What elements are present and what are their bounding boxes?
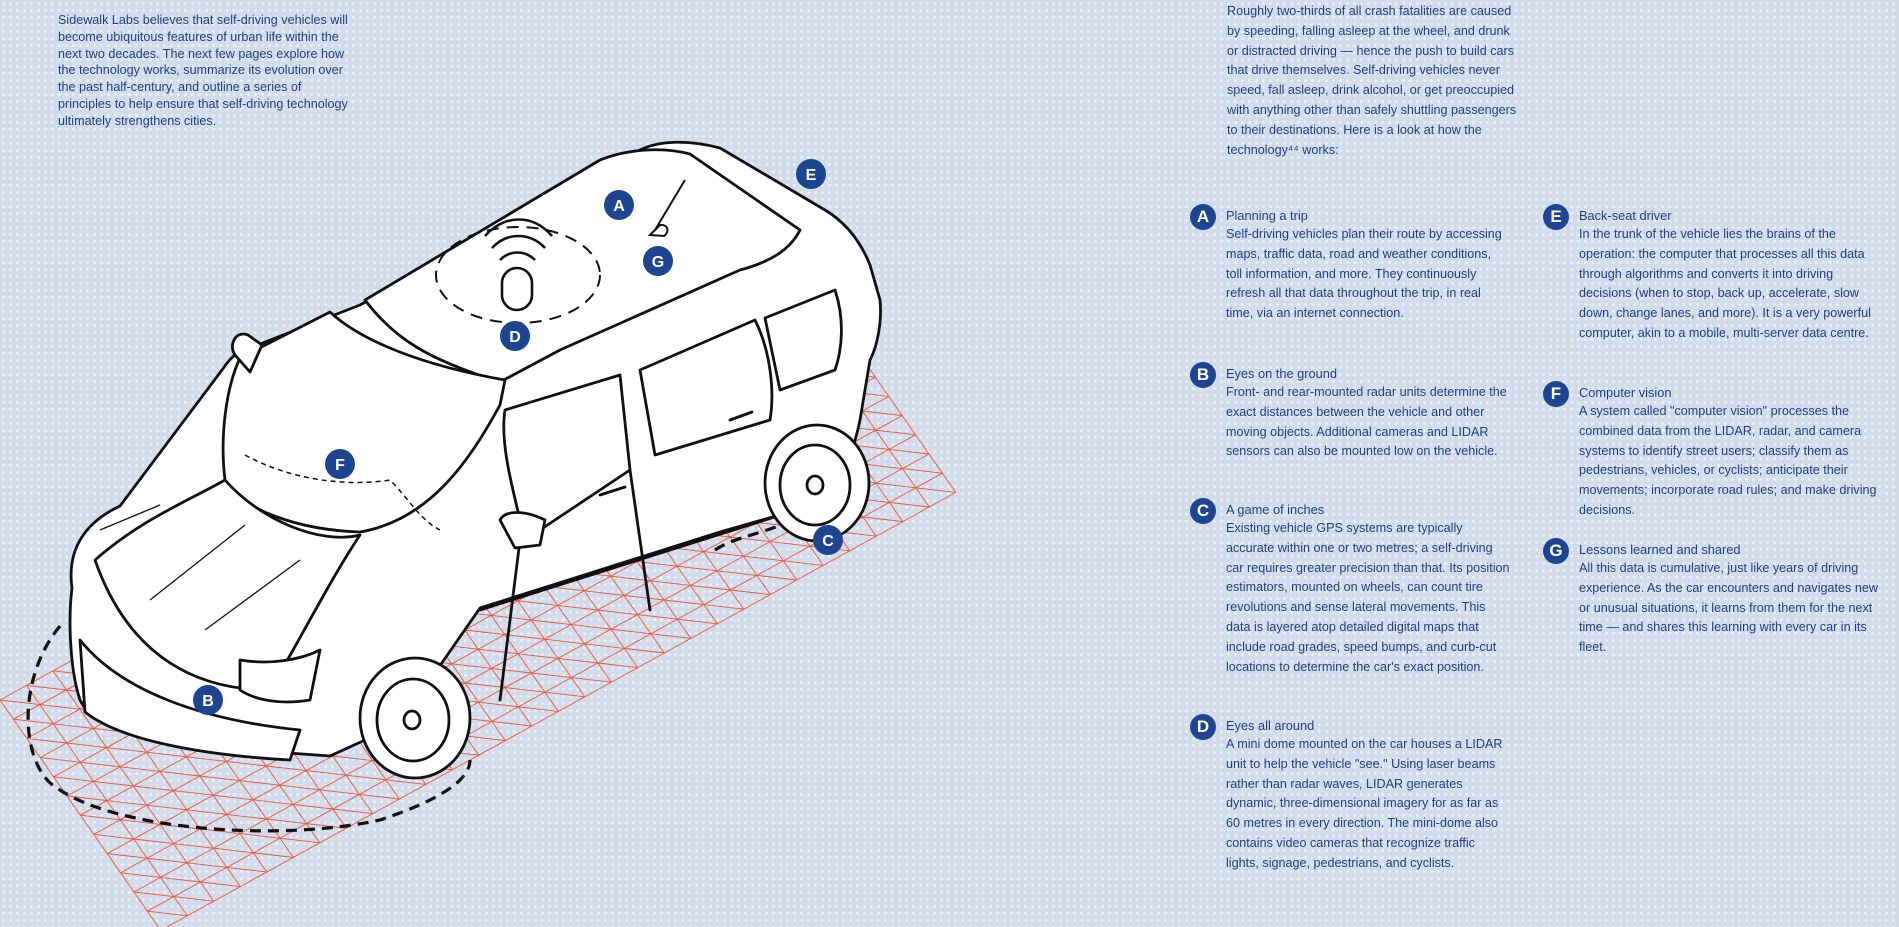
item-body: All this data is cumulative, just like y… [1579, 561, 1878, 655]
svg-text:G: G [652, 254, 664, 271]
sensor-range-ring [26, 624, 472, 833]
svg-text:C: C [822, 533, 834, 550]
intro-text: Sidewalk Labs believes that self-driving… [58, 13, 348, 128]
marker-a: A [604, 190, 634, 220]
badge-e: E [1543, 204, 1569, 230]
svg-text:A: A [613, 198, 625, 215]
svg-text:B: B [202, 693, 214, 710]
item-title: Eyes all around [1226, 718, 1315, 733]
item-c: C A game of inches Existing vehicle GPS … [1190, 498, 1510, 677]
marker-d: D [500, 321, 530, 351]
item-title: Lessons learned and shared [1579, 542, 1741, 557]
lead-text: Roughly two-thirds of all crash fataliti… [1227, 4, 1517, 157]
badge-a: A [1190, 204, 1216, 230]
item-body: Front- and rear-mounted radar units dete… [1226, 385, 1507, 459]
sensor-range-ring-rear [714, 328, 881, 552]
item-title: Back-seat driver [1579, 208, 1672, 223]
item-d: D Eyes all around A mini dome mounted on… [1190, 714, 1510, 874]
detail-lines [99, 504, 301, 631]
badge-f: F [1543, 381, 1569, 407]
item-body: Existing vehicle GPS systems are typical… [1226, 521, 1510, 674]
item-body: Self-driving vehicles plan their route b… [1226, 227, 1502, 321]
item-title: Computer vision [1579, 385, 1672, 400]
item-body: A mini dome mounted on the car houses a … [1226, 737, 1503, 870]
marker-b: B [193, 685, 223, 715]
marker-g: G [643, 246, 673, 276]
car-body [68, 140, 882, 780]
svg-text:D: D [509, 329, 521, 346]
item-title: A game of inches [1226, 502, 1325, 517]
item-body: In the trunk of the vehicle lies the bra… [1579, 227, 1871, 340]
svg-text:F: F [335, 457, 345, 474]
badge-g: G [1543, 538, 1569, 564]
badge-c: C [1190, 498, 1216, 524]
item-body: A system called "computer vision" proces… [1579, 404, 1877, 517]
item-b: B Eyes on the ground Front- and rear-mou… [1190, 362, 1510, 462]
antenna [647, 179, 686, 238]
item-title: Eyes on the ground [1226, 366, 1337, 381]
marker-e: E [796, 159, 826, 189]
camera-view [244, 454, 441, 531]
marker-f: F [325, 449, 355, 479]
item-g: G Lessons learned and shared All this da… [1543, 538, 1883, 658]
badge-d: D [1190, 714, 1216, 740]
svg-text:E: E [806, 167, 817, 184]
item-e: E Back-seat driver In the trunk of the v… [1543, 204, 1883, 344]
item-title: Planning a trip [1226, 208, 1308, 223]
marker-c: C [813, 525, 843, 555]
item-f: F Computer vision A system called "compu… [1543, 381, 1883, 521]
badge-b: B [1190, 362, 1216, 388]
item-a: A Planning a trip Self-driving vehicles … [1190, 204, 1510, 324]
car-illustration: A B C D E F G [0, 140, 957, 927]
